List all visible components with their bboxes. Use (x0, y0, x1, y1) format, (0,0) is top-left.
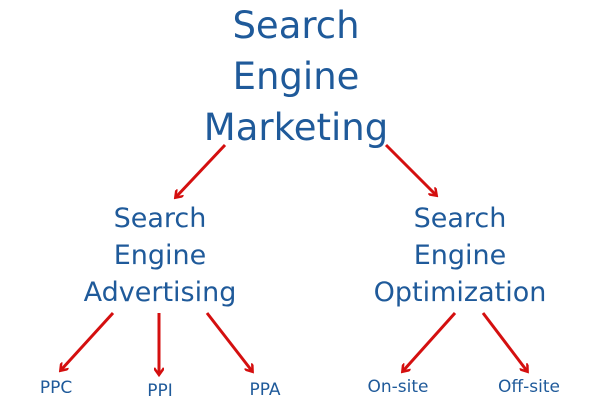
root-node-search-engine-marketing: Search Engine Marketing (204, 0, 388, 153)
leaf-ppa: PPA (249, 380, 281, 400)
leaf-off-site: Off-site (498, 377, 560, 397)
node-line: Optimization (373, 277, 547, 308)
root-line: Marketing (203, 106, 389, 149)
arrow-advertising-to-ppa (205, 312, 252, 371)
node-line: Search (113, 203, 207, 234)
node-line: Search (413, 203, 507, 234)
arrow-optimization-to-offsite (481, 312, 527, 371)
arrow-advertising-to-ppc (61, 311, 115, 370)
leaf-ppi: PPI (147, 381, 173, 401)
root-line: Search (232, 4, 360, 47)
node-line: Engine (113, 240, 207, 271)
leaf-ppc: PPC (39, 378, 73, 398)
node-line: Engine (413, 240, 507, 271)
arrow-root-to-advertising (176, 143, 227, 197)
arrow-root-to-optimization (384, 143, 436, 195)
root-line: Engine (232, 55, 360, 98)
node-search-engine-optimization: Search Engine Optimization (374, 200, 547, 311)
arrow-optimization-to-onsite (403, 311, 457, 371)
node-search-engine-advertising: Search Engine Advertising (84, 200, 237, 311)
leaf-on-site: On-site (367, 377, 429, 397)
node-line: Advertising (83, 277, 237, 308)
